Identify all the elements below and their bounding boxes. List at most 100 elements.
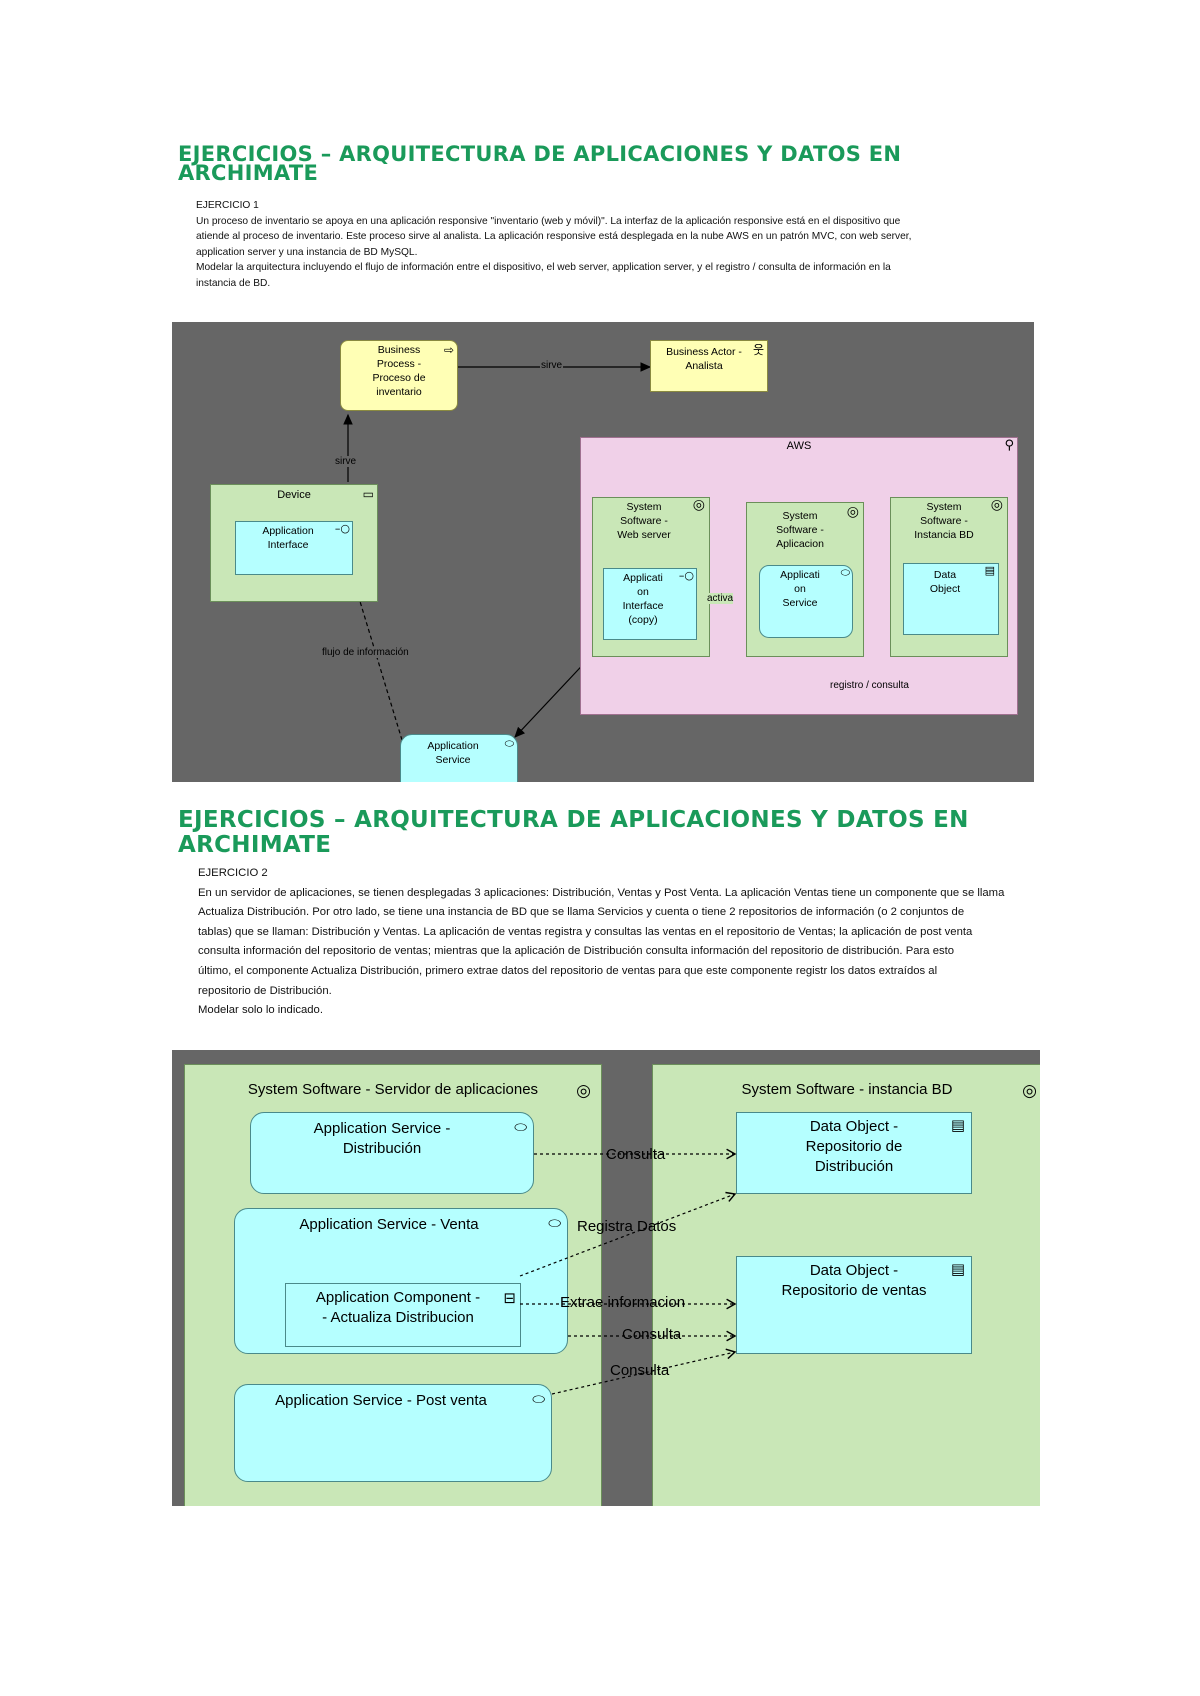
- relation-label-sirve: sirve: [540, 360, 564, 371]
- system-software-label: System Software - Servidor de aplicacion…: [247, 1081, 539, 1098]
- paragraph-line: atiende al proceso de inventario. Este p…: [196, 231, 912, 243]
- diagram-1: Business Process - Proceso de inventario…: [172, 322, 1034, 782]
- application-service-venta: Application Service - Venta ⬭ Applicatio…: [234, 1208, 568, 1354]
- business-process-label: Business: [377, 344, 421, 356]
- data-object-label: Object: [929, 583, 961, 595]
- service-label: Application Service - Venta: [299, 1216, 479, 1233]
- component-label: Application Component -: [315, 1289, 481, 1306]
- paragraph-line: tablas) que se llaman: Distribución y Ve…: [198, 925, 973, 938]
- system-software-label: System: [782, 510, 818, 522]
- section1-title: EJERCICIOS – ARQUITECTURA DE APLICACIONE…: [178, 144, 901, 184]
- paragraph-line: Modelar la arquitectura incluyendo el fl…: [196, 262, 891, 274]
- device-icon: ▭: [362, 487, 374, 501]
- service-icon: ⬭: [548, 1214, 561, 1232]
- interface-label: Applicati: [623, 572, 663, 584]
- service-icon: ⬭: [504, 737, 514, 750]
- device-application-interface: Application Interface –○: [235, 521, 353, 575]
- relation-label-flujo: flujo de información: [322, 647, 409, 658]
- process-arrow-icon: ⇨: [443, 343, 454, 357]
- data-object-icon: ▤: [950, 1116, 965, 1134]
- paragraph-line: consulta información del repositorio de …: [198, 945, 955, 958]
- exercise-label: EJERCICIO 1: [196, 200, 259, 211]
- section2-title: EJERCICIOS – ARQUITECTURA DE APLICACIONE…: [178, 808, 969, 858]
- service-label: Distribución: [342, 1140, 422, 1157]
- component-label: - Actualiza Distribucion: [322, 1309, 474, 1326]
- business-process-label: inventario: [376, 386, 422, 398]
- title-line: EJERCICIOS – ARQUITECTURA DE APLICACIONE…: [178, 807, 969, 833]
- data-object: Data Object ▤: [903, 563, 999, 635]
- service-label: on: [794, 583, 806, 595]
- service-label: Service: [435, 754, 471, 766]
- interface-icon: –○: [334, 522, 350, 535]
- interface-label: on: [637, 586, 649, 598]
- interface-icon: –○: [678, 569, 694, 582]
- system-software-icon: ◎: [990, 497, 1003, 513]
- business-process-label: Proceso de: [372, 372, 426, 384]
- component-icon: ⊟: [503, 1289, 516, 1307]
- diagram-2: System Software - Servidor de aplicacion…: [172, 1050, 1040, 1506]
- section2-text: EJERCICIO 2 En un servidor de aplicacion…: [198, 864, 1004, 1021]
- system-software-label: Aplicacion: [776, 538, 824, 550]
- system-software-label: Software -: [776, 524, 824, 536]
- system-software-web-server: System Software - Web server ◎ Applicati…: [592, 497, 710, 657]
- data-object-icon: ▤: [950, 1260, 965, 1278]
- paragraph-line: En un servidor de aplicaciones, se tiene…: [198, 886, 1005, 899]
- relation-label-activa: activa: [707, 593, 734, 604]
- relation-label-consulta: Consulta: [610, 1362, 670, 1379]
- business-actor-label: Analista: [685, 360, 723, 372]
- data-object-label: Data Object -: [809, 1262, 899, 1279]
- system-software-label: Instancia BD: [914, 529, 974, 541]
- device-label: Device: [277, 489, 311, 501]
- aws-label: AWS: [786, 440, 812, 452]
- application-service-post-venta: Application Service - Post venta ⬭: [234, 1384, 552, 1482]
- data-object-repositorio-ventas: Data Object - Repositorio de ventas ▤: [736, 1256, 972, 1354]
- data-object-label: Repositorio de ventas: [781, 1282, 927, 1299]
- service-label: Application Service - Post venta: [275, 1392, 487, 1409]
- application-component-actualiza-distribucion: Application Component - - Actualiza Dist…: [285, 1283, 521, 1347]
- interface-label: Interface: [622, 600, 664, 612]
- system-software-icon: ◎: [576, 1081, 591, 1101]
- paragraph-line: instancia de BD.: [196, 277, 271, 289]
- relation-label-consulta: Consulta: [606, 1146, 666, 1163]
- paragraph-line: Un proceso de inventario se apoya en una…: [196, 215, 901, 227]
- system-software-icon: ◎: [692, 497, 705, 513]
- interface-label: Interface: [267, 539, 309, 551]
- paragraph-line: repositorio de Distribución.: [198, 984, 332, 997]
- data-object-repositorio-distribucion: Data Object - Repositorio de Distribució…: [736, 1112, 972, 1194]
- system-software-label: System: [926, 501, 962, 513]
- interface-label: (copy): [628, 614, 658, 626]
- business-process: Business Process - Proceso de inventario…: [340, 340, 458, 411]
- exercise-label: EJERCICIO 2: [198, 867, 268, 879]
- data-object-label: Repositorio de: [805, 1138, 903, 1155]
- system-software-aplicacion: System Software - Aplicacion ◎ Applicati…: [746, 502, 864, 657]
- section1-text: EJERCICIO 1 Un proceso de inventario se …: [196, 198, 911, 292]
- business-process-label: Process -: [376, 358, 422, 370]
- paragraph-line: Modelar solo lo indicado.: [198, 1004, 323, 1017]
- relation-label-registra-datos: Registra Datos: [577, 1218, 677, 1235]
- application-service-distribucion: Application Service - Distribución ⬭: [250, 1112, 534, 1194]
- system-software-label: Web server: [617, 529, 671, 541]
- data-object-label: Distribución: [814, 1158, 894, 1175]
- system-software-label: Software -: [620, 515, 668, 527]
- application-service: Application Service ⬭: [400, 734, 518, 782]
- paragraph-line: último, el componente Actualiza Distribu…: [198, 964, 938, 977]
- data-object-label: Data Object -: [809, 1118, 899, 1135]
- location-icon: ⚲: [1004, 438, 1014, 453]
- service-icon: ⬭: [514, 1118, 527, 1136]
- paragraph-line: application server y una instancia de BD…: [196, 246, 418, 258]
- system-software-label: Software -: [920, 515, 968, 527]
- system-software-icon: ◎: [1022, 1081, 1037, 1101]
- data-object-icon: ▤: [984, 564, 995, 577]
- system-software-icon: ◎: [846, 504, 859, 520]
- service-icon: ⬭: [840, 566, 850, 579]
- relation-label-consulta: Consulta: [622, 1326, 682, 1343]
- device-node: Device ▭ Application Interface –○: [210, 484, 378, 602]
- relation-label-extrae-informacion: Extrae informacion: [560, 1294, 686, 1311]
- data-object-label: Data: [933, 569, 957, 581]
- business-actor-label: Business Actor -: [666, 346, 742, 358]
- service-label: Application: [427, 740, 479, 752]
- service-icon: ⬭: [532, 1390, 545, 1408]
- business-actor: Business Actor - Analista 웃: [650, 340, 768, 392]
- service-label: Application Service -: [313, 1120, 451, 1137]
- system-software-instancia-bd: System Software - Instancia BD ◎ Data Ob…: [890, 497, 1008, 657]
